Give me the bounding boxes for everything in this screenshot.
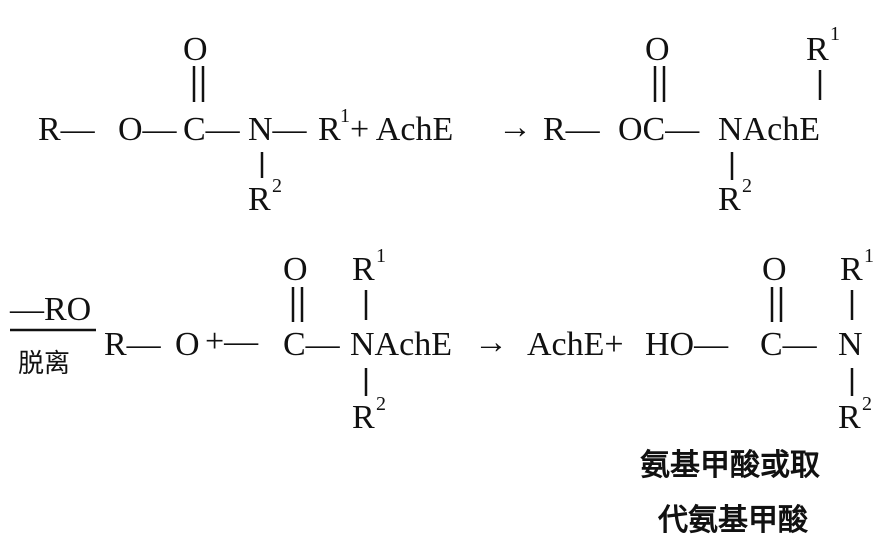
product-nitrogen: N	[838, 326, 863, 363]
leaving-group: —RO	[9, 291, 91, 328]
product-r1-superscript: 1	[864, 245, 874, 267]
r2-group: R	[248, 181, 271, 218]
reaction-1: O R— O— C— N— R 1 + AchE → R 2 R— OC— NA…	[38, 23, 840, 218]
product-carbonyl-oxygen: O	[762, 251, 787, 288]
product-r1-group: R	[840, 251, 863, 288]
n-ache: NAchE	[350, 326, 452, 363]
carbon: C—	[183, 111, 241, 148]
r2-superscript: 2	[272, 175, 282, 197]
reaction-arrow: →	[498, 109, 532, 146]
oxygen: O—	[118, 111, 178, 148]
product-name-line-1: 氨基甲酸或取	[640, 448, 820, 483]
product-carbonyl-oxygen: O	[645, 31, 670, 68]
r2-superscript: 2	[376, 393, 386, 415]
r-group: R—	[38, 111, 96, 148]
product-name-line-2: 代氨基甲酸	[657, 503, 809, 538]
plus-ache: + AchE	[350, 111, 453, 148]
hydroxyl: HO—	[645, 326, 729, 363]
product-r-group: R—	[543, 111, 601, 148]
product-oc: OC—	[618, 111, 700, 148]
product-r2-group: R	[718, 181, 741, 218]
product-carbon: C—	[760, 326, 818, 363]
product-r1-group: R	[806, 31, 829, 68]
r2-group: R	[352, 399, 375, 436]
carbon: C—	[283, 326, 341, 363]
product-r1-superscript: 1	[830, 23, 840, 45]
leaving-label: 脱离	[18, 349, 70, 379]
product-r2-group: R	[838, 399, 861, 436]
r1-group: R	[318, 111, 341, 148]
product-n-ache: NAchE	[718, 111, 820, 148]
r1-group: R	[352, 251, 375, 288]
product-r2-superscript: 2	[742, 175, 752, 197]
product-r2-superscript: 2	[862, 393, 872, 415]
reaction-2: —RO 脱离 R— O +— C— O NAchE R 1 R 2 → AchE…	[9, 245, 874, 538]
plus-bond: +—	[205, 323, 259, 360]
reaction-arrow: →	[474, 324, 508, 361]
oxygen: O	[175, 326, 200, 363]
r1-superscript: 1	[340, 105, 350, 127]
carbonyl-oxygen: O	[183, 31, 208, 68]
nitrogen: N—	[248, 111, 308, 148]
r-group: R—	[104, 326, 162, 363]
carbonyl-oxygen: O	[283, 251, 308, 288]
r1-superscript: 1	[376, 245, 386, 267]
ache: AchE+	[527, 326, 624, 363]
